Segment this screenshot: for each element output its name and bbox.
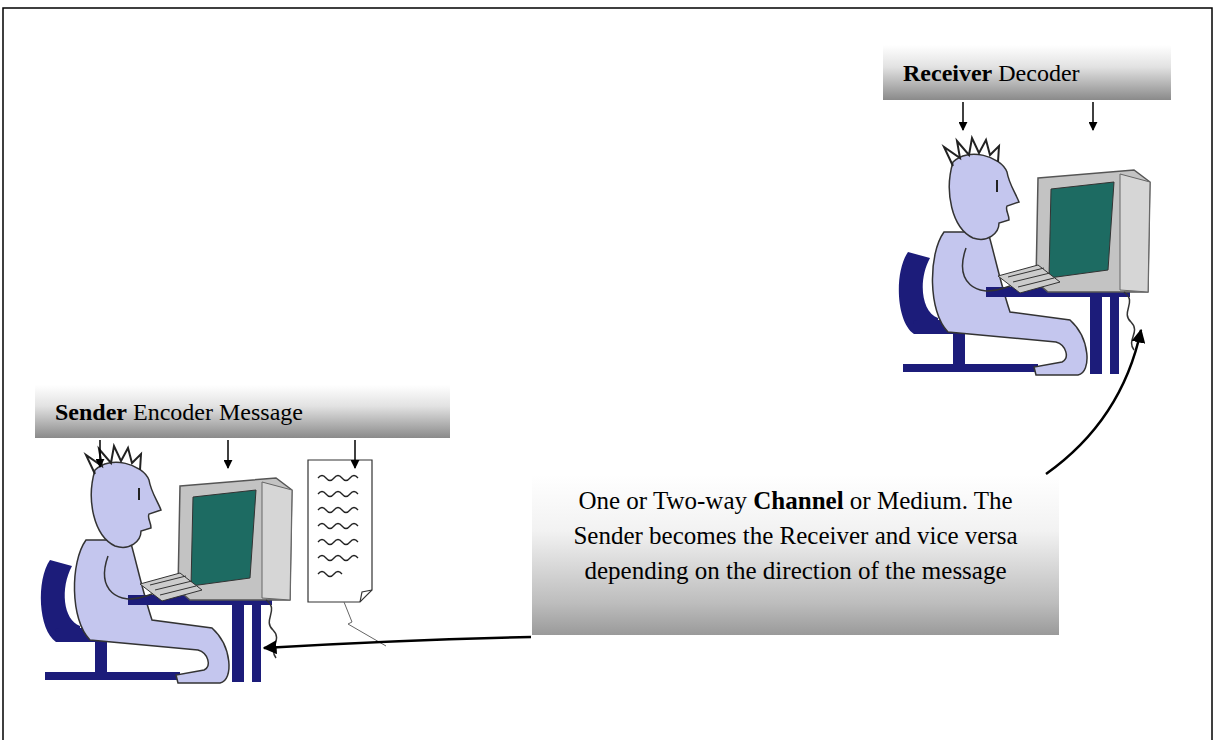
node-label: Decoder: [998, 60, 1079, 86]
pointer-arrow: [354, 440, 356, 468]
node-text: One or Two-wayChannelor Medium. The Send…: [565, 475, 1027, 588]
sender-band: SenderEncoderMessage: [35, 385, 450, 438]
pointer-arrow: [227, 440, 229, 468]
pointer-arrow: [962, 102, 964, 130]
paper-scribble: [318, 476, 358, 577]
node-label: Encoder: [133, 399, 213, 425]
receiver-figure: [899, 138, 1150, 375]
frame: [3, 8, 1212, 740]
pointer-arrow: [1092, 102, 1094, 130]
node-label: One or Two-way: [578, 487, 747, 514]
channel-box: One or Two-wayChannelor Medium. The Send…: [532, 475, 1059, 635]
message-paper: [308, 460, 386, 646]
channel-arrows: [264, 330, 1141, 648]
role-name: Channel: [753, 487, 843, 514]
pointer-arrows: [100, 102, 1093, 468]
role-name: Receiver: [903, 60, 992, 86]
receiver-band: ReceiverDecoder: [883, 45, 1171, 100]
paper-sheet: [308, 460, 372, 602]
role-name: Sender: [55, 399, 127, 425]
sender-figure: [41, 446, 292, 683]
paper-wire: [344, 602, 386, 646]
node-text: ReceiverDecoder: [883, 59, 1080, 87]
node-text: SenderEncoderMessage: [35, 398, 303, 426]
channel-arrow: [1046, 330, 1141, 474]
channel-arrow: [264, 637, 531, 648]
pointer-arrow: [99, 440, 101, 467]
paper-fold: [360, 590, 372, 602]
node-label: Message: [219, 399, 303, 425]
